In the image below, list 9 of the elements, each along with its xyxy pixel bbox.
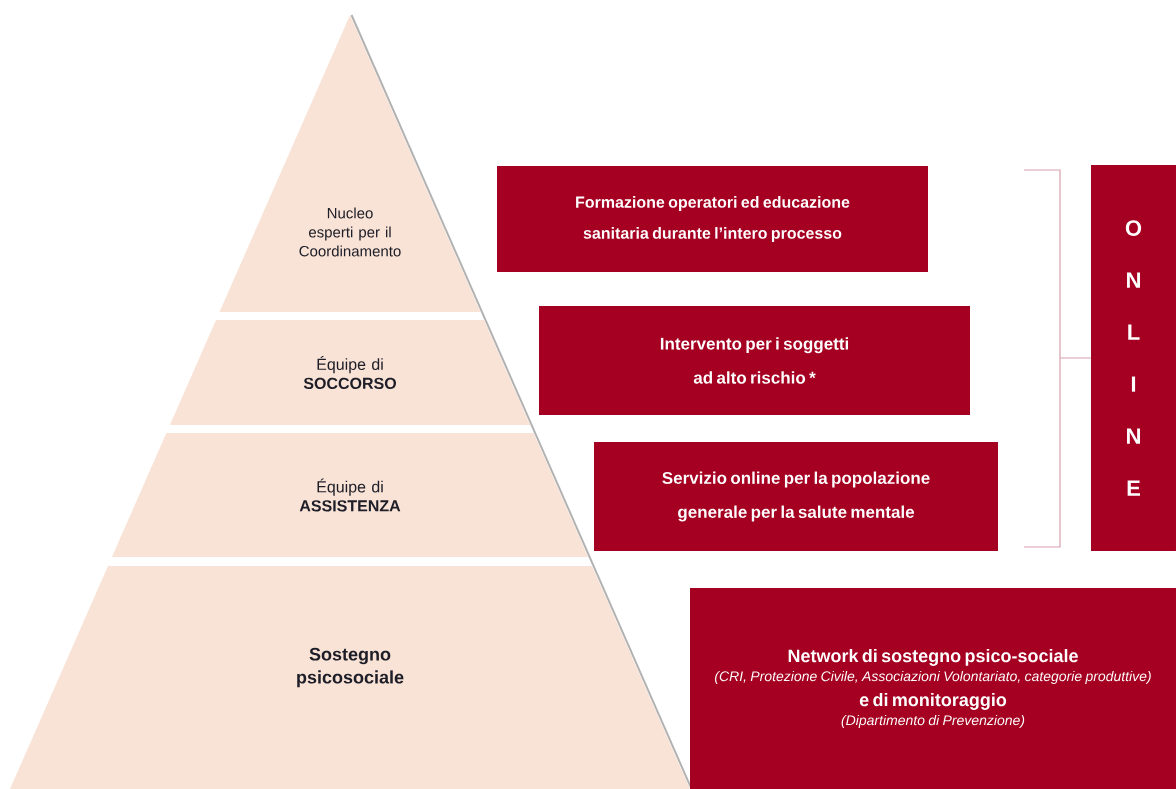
pyramid-level: Sostegno psicosociale bbox=[10, 566, 690, 789]
activity-box: Formazione operatori ed educazione sanitaria durante l’intero processo bbox=[497, 166, 928, 272]
pyramid-level: Équipe di SOCCORSO bbox=[169, 320, 531, 425]
pyramid-level: Nucleo esperti per il Coordinamento bbox=[219, 15, 481, 312]
activity-box: Intervento per i soggetti ad alto rischio * bbox=[539, 306, 970, 415]
vertical-label-box: ONLINE bbox=[1091, 165, 1176, 551]
activity-box: Servizio online per la popolazione generale per la salute mentale bbox=[594, 442, 998, 551]
pyramid-level: Équipe di ASSISTENZA bbox=[111, 433, 589, 557]
network-box: Network di sostegno psico-sociale (CRI, Protezione Civile, Associazioni Volontariato, categorie produttive) e di monitoraggio (Dipartimento di Prevenzione) bbox=[690, 588, 1176, 789]
